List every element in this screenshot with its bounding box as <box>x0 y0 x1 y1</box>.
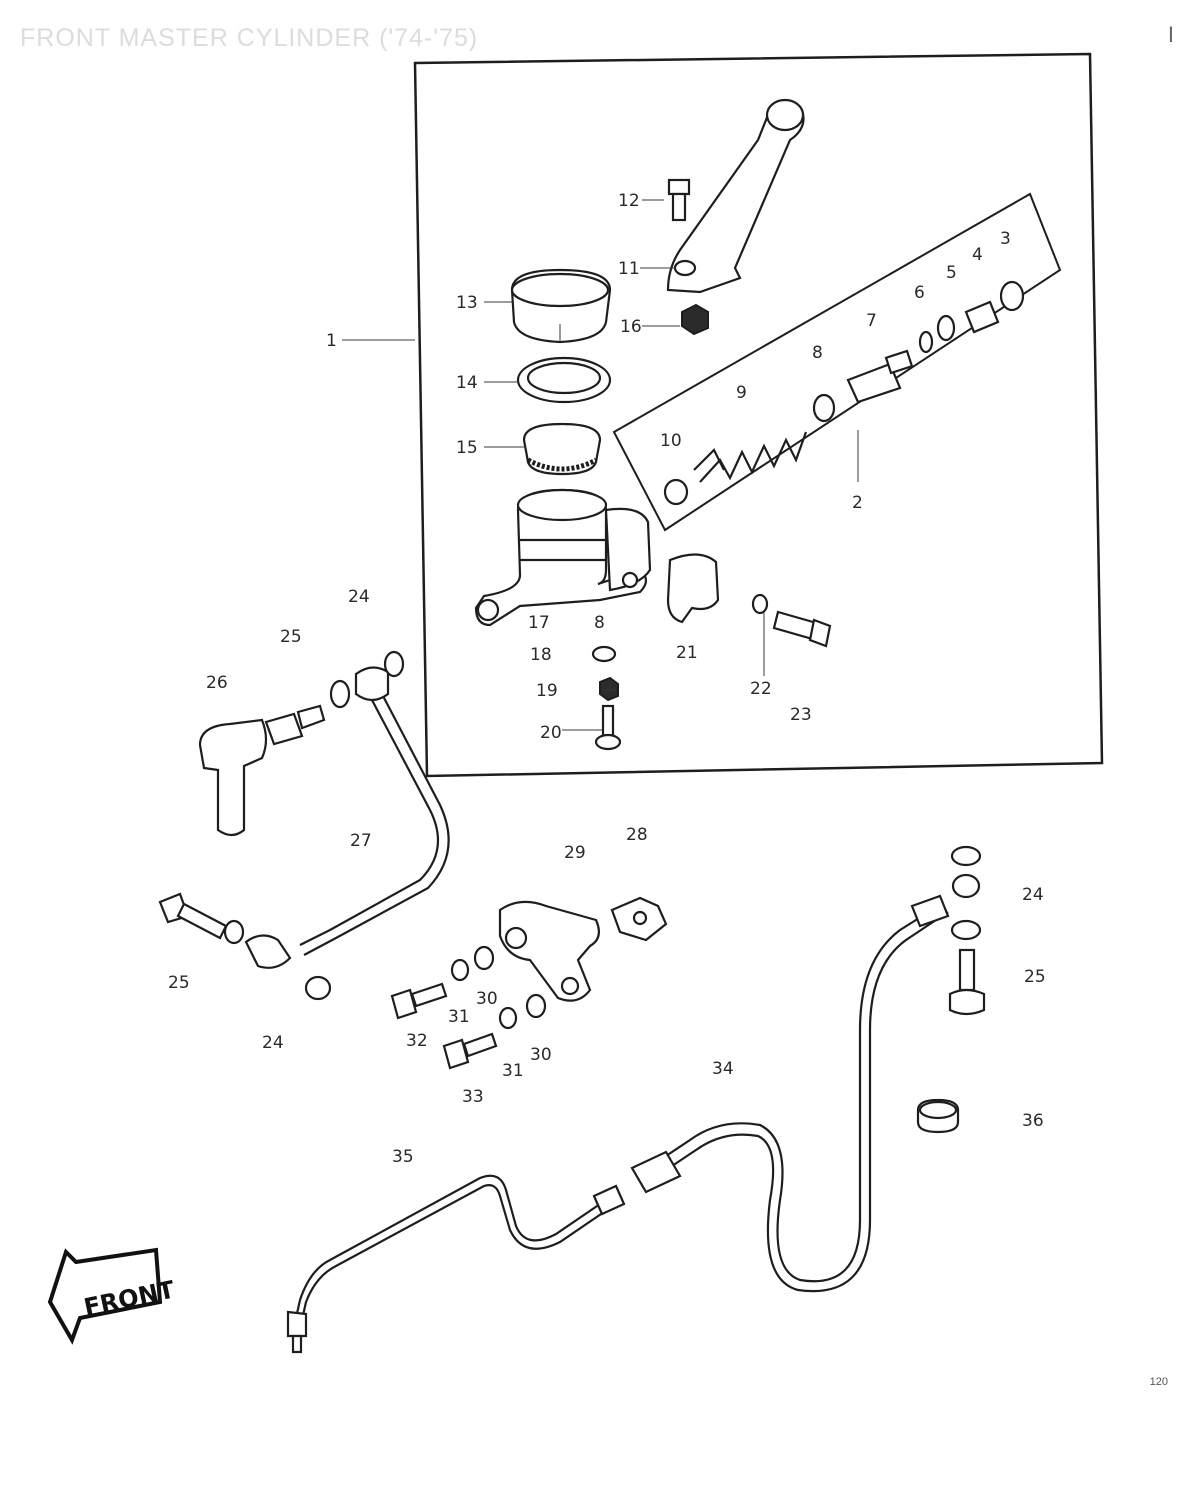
callout-30b: 30 <box>530 1045 552 1065</box>
callout-33: 33 <box>462 1087 484 1107</box>
page-number: 120 <box>1149 1376 1168 1388</box>
clamp-bolt <box>751 593 832 648</box>
grommet <box>916 1098 960 1134</box>
cap-washer <box>591 645 617 663</box>
callout-7: 7 <box>866 311 877 331</box>
callout-19: 19 <box>536 681 558 701</box>
callout-12: 12 <box>618 191 640 211</box>
brake-hose-lower <box>630 894 950 1293</box>
three-way-joint <box>498 900 601 1002</box>
callout-18: 18 <box>530 645 552 665</box>
cap-bolt <box>594 704 622 751</box>
callout-3: 3 <box>1000 229 1011 249</box>
washer-31b <box>498 1006 518 1030</box>
clamp <box>666 553 720 624</box>
callout-4: 4 <box>972 245 983 265</box>
callout-23: 23 <box>790 705 812 725</box>
piston-kit-frame <box>612 192 1062 532</box>
leader-lines <box>342 199 859 731</box>
callout-20: 20 <box>540 723 562 743</box>
joint-bolt-33 <box>442 1032 498 1070</box>
callout-5: 5 <box>946 263 957 283</box>
callout-26: 26 <box>206 673 228 693</box>
reservoir-cap <box>510 268 612 344</box>
diaphragm-plate <box>516 356 612 404</box>
callout-29: 29 <box>564 843 586 863</box>
washer-right-b <box>951 873 981 899</box>
callout-24a: 24 <box>348 587 370 607</box>
callout-25b: 25 <box>168 973 190 993</box>
washer-upper-b <box>383 650 405 678</box>
callout-6: 6 <box>914 283 925 303</box>
callout-35: 35 <box>392 1147 414 1167</box>
callout-22: 22 <box>750 679 772 699</box>
washer-lower-left-a <box>223 919 245 945</box>
hose-boot <box>198 718 268 837</box>
callout-9: 9 <box>736 383 747 403</box>
cap-nut <box>599 676 619 702</box>
brake-hose-upper <box>244 666 450 969</box>
callout-31a: 31 <box>448 1007 470 1027</box>
brake-lever <box>666 98 805 294</box>
banjo-bolt-right <box>948 948 986 1016</box>
corner-mark: I <box>1167 22 1174 47</box>
part-callouts: 1 2 3 4 5 6 7 8 8 9 10 11 12 13 14 15 16… <box>168 191 1046 1167</box>
brake-pipe <box>286 1174 626 1354</box>
pivot-bolt <box>667 178 691 222</box>
washer-30b <box>525 993 547 1019</box>
washer-upper-a <box>329 679 351 709</box>
washer-lower-left-b <box>304 975 332 1001</box>
callout-11: 11 <box>618 259 640 279</box>
lever-nut <box>681 303 709 336</box>
piston-kit-parts <box>663 280 1025 506</box>
callout-16: 16 <box>620 317 642 337</box>
callout-32: 32 <box>406 1031 428 1051</box>
washer-right-a <box>950 845 982 867</box>
callout-17: 17 <box>528 613 550 633</box>
assembly-frame <box>413 52 1104 778</box>
callout-13: 13 <box>456 293 478 313</box>
callout-25c: 25 <box>1024 967 1046 987</box>
washer-right-c <box>950 919 982 941</box>
callout-27: 27 <box>350 831 372 851</box>
callout-30a: 30 <box>476 989 498 1009</box>
callout-36: 36 <box>1022 1111 1044 1131</box>
callout-8b: 8 <box>594 613 605 633</box>
joint-bolt-32 <box>390 982 448 1020</box>
callout-21: 21 <box>676 643 698 663</box>
callout-15: 15 <box>456 438 478 458</box>
callout-31b: 31 <box>502 1061 524 1081</box>
brake-light-switch <box>610 896 668 942</box>
washer-30a <box>473 945 495 971</box>
callout-34: 34 <box>712 1059 734 1079</box>
banjo-bolt-lower-left <box>158 892 228 940</box>
callout-2: 2 <box>852 493 863 513</box>
callout-10: 10 <box>660 431 682 451</box>
callout-8: 8 <box>812 343 823 363</box>
callout-25a: 25 <box>280 627 302 647</box>
callout-24b: 24 <box>262 1033 284 1053</box>
diaphragm <box>522 422 602 476</box>
page-title: FRONT MASTER CYLINDER ('74-'75) <box>20 24 479 52</box>
callout-28: 28 <box>626 825 648 845</box>
callout-1: 1 <box>326 331 337 351</box>
washer-31a <box>450 958 470 982</box>
banjo-bolt-upper <box>264 704 326 746</box>
cylinder-body <box>474 488 652 627</box>
front-arrow: FRONT <box>47 1247 178 1345</box>
callout-24c: 24 <box>1022 885 1044 905</box>
callout-14: 14 <box>456 373 478 393</box>
